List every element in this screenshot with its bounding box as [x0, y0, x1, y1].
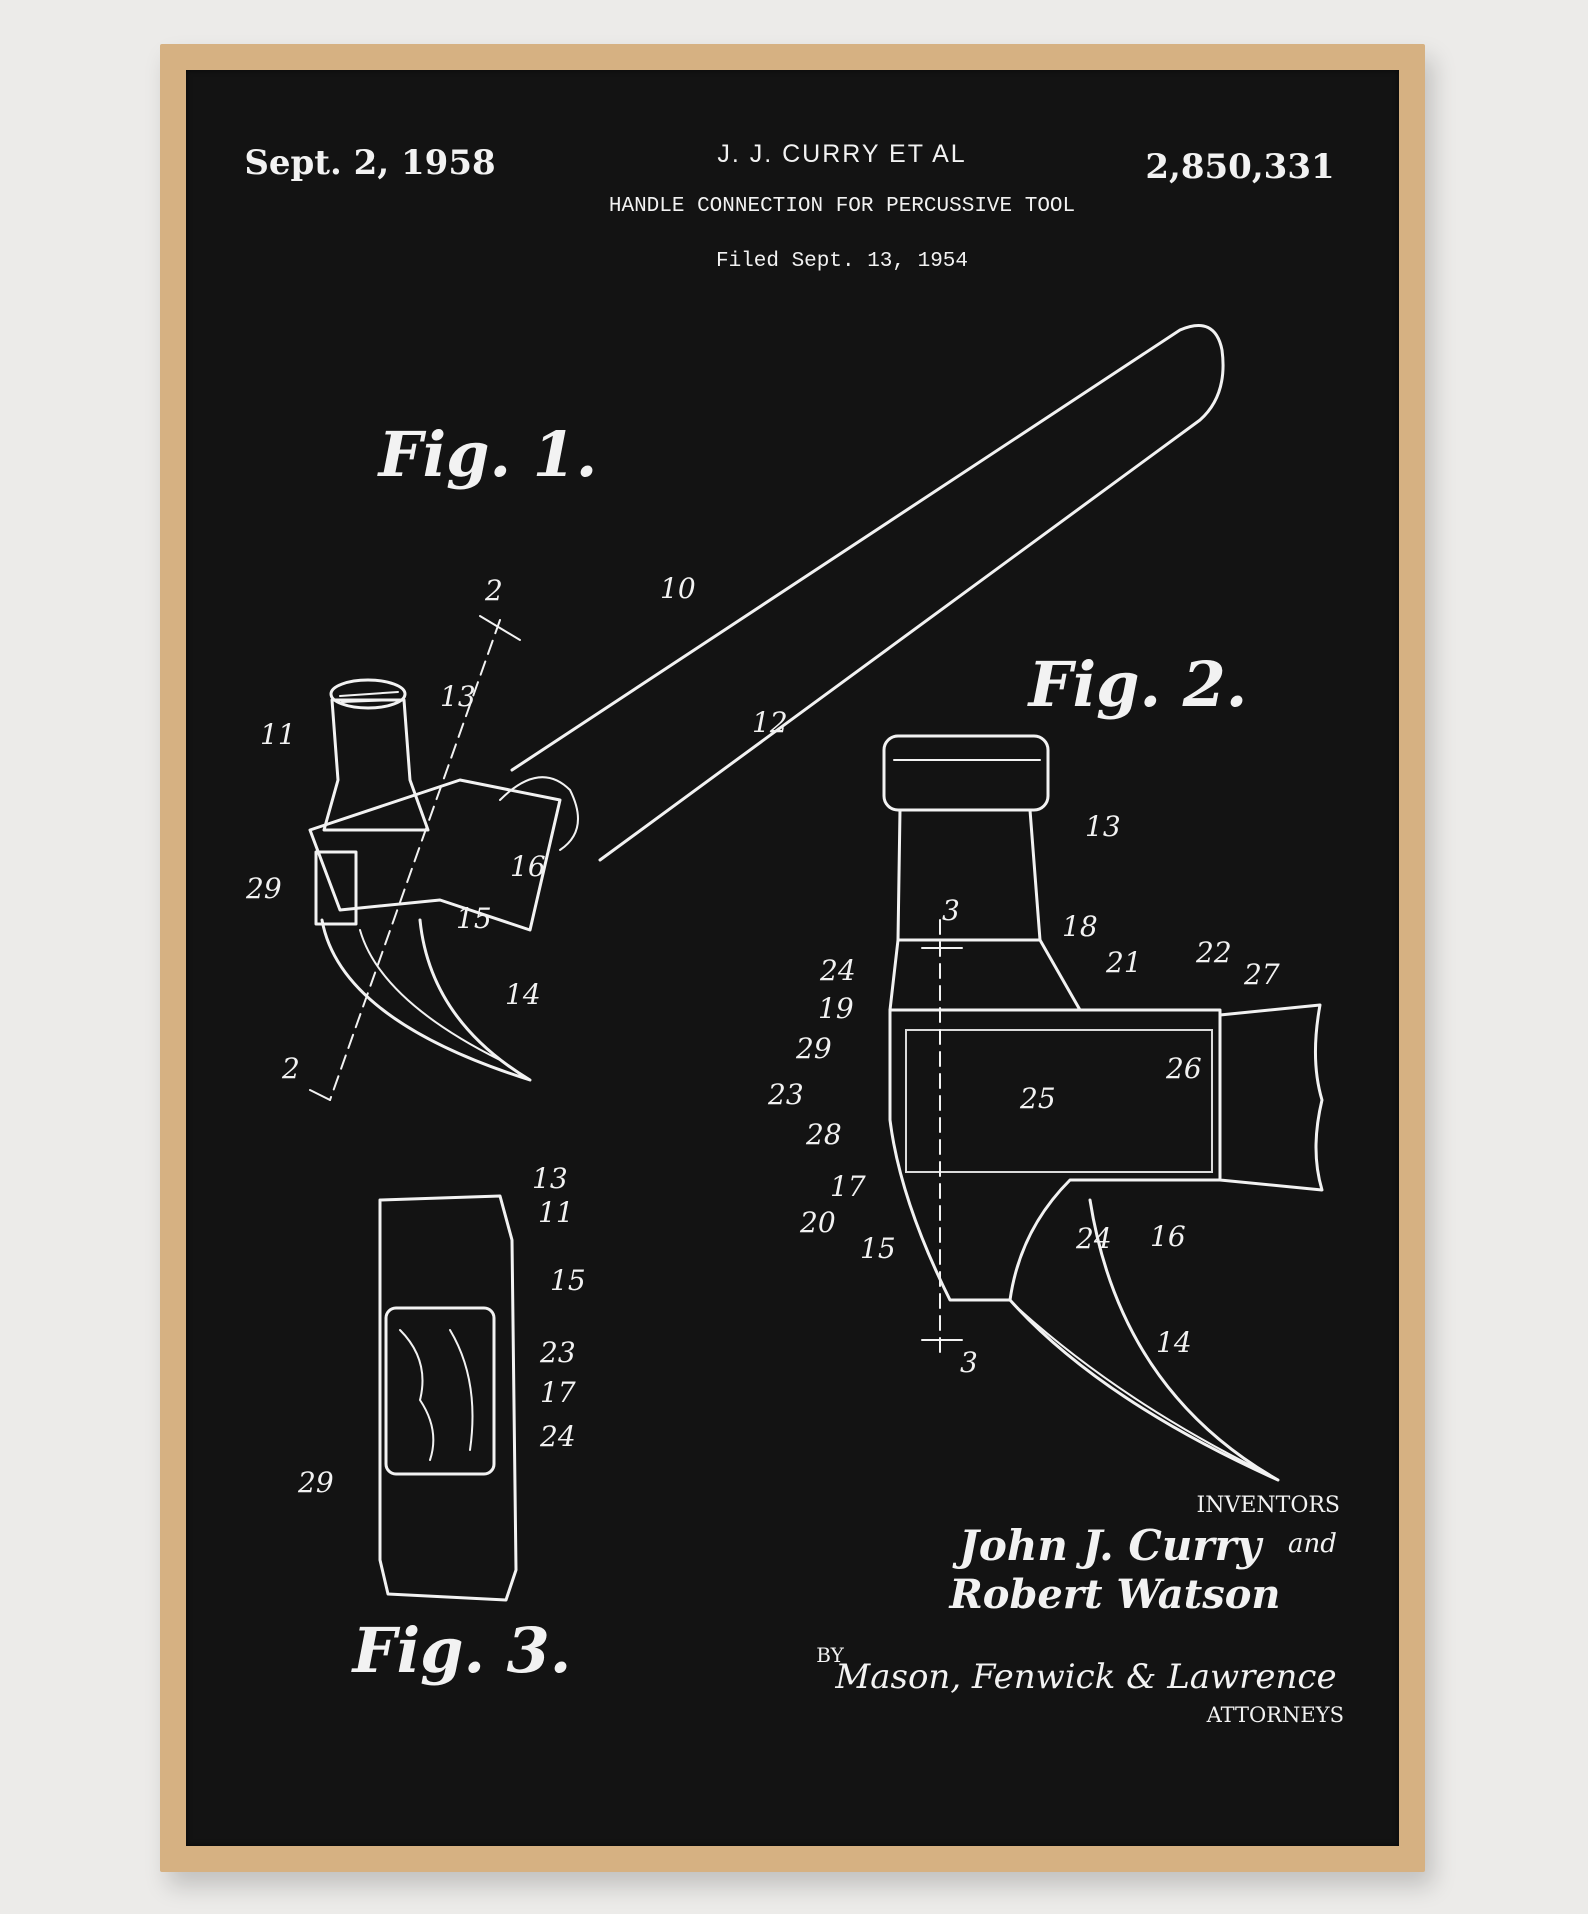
inventor-name-1: John J. Curry	[952, 1521, 1264, 1570]
fig2-ref-18: 18	[1062, 910, 1098, 943]
patent-title: HANDLE CONNECTION FOR PERCUSSIVE TOOL	[609, 195, 1075, 218]
fig2-ref-23: 23	[767, 1078, 804, 1111]
attorneys-label: ATTORNEYS	[1206, 1703, 1344, 1727]
fig3-ref-24: 24	[539, 1420, 576, 1453]
attorney-signature: Mason, Fenwick & Lawrence	[834, 1657, 1336, 1697]
fig2-ref-15: 15	[860, 1232, 896, 1265]
fig2-ref-24-bottom: 24	[1075, 1222, 1112, 1255]
fig2-ref-3-top: 3	[942, 894, 960, 927]
fig1-ref-15: 15	[456, 902, 492, 935]
fig1-ref-16: 16	[510, 850, 546, 883]
fig2-section-drawing	[882, 734, 1324, 1482]
fig2-ref-14: 14	[1156, 1326, 1192, 1359]
fig2-label: Fig. 2.	[1027, 648, 1248, 721]
fig2-ref-21: 21	[1105, 946, 1142, 979]
patent-date: Sept. 2, 1958	[244, 143, 495, 183]
fig1-ref-11: 11	[260, 718, 296, 751]
fig1-ref-12: 12	[752, 706, 788, 739]
fig1-label: Fig. 1.	[377, 418, 598, 491]
fig1-ref-13: 13	[440, 680, 476, 713]
fig1-ref-14: 14	[505, 978, 541, 1011]
fig3-ref-15: 15	[550, 1264, 586, 1297]
fig2-ref-29: 29	[795, 1032, 832, 1065]
fig2-ref-3-bottom: 3	[960, 1346, 978, 1379]
fig1-ref-29: 29	[245, 872, 282, 905]
fig2-ref-26: 26	[1165, 1052, 1202, 1085]
fig2-ref-16: 16	[1150, 1220, 1186, 1253]
fig1-ref-10: 10	[660, 572, 696, 605]
filed-date: Filed Sept. 13, 1954	[716, 250, 968, 273]
fig3-ref-23: 23	[539, 1336, 576, 1369]
fig2-ref-27: 27	[1243, 958, 1280, 991]
fig3-ref-17: 17	[540, 1376, 576, 1409]
fig1-ref-2-top: 2	[484, 574, 503, 607]
fig3-ref-29: 29	[297, 1466, 334, 1499]
fig3-section-drawing	[378, 1194, 518, 1602]
inventor-line: J. J. CURRY ET AL	[717, 140, 966, 168]
inventor-name-2: Robert Watson	[949, 1571, 1281, 1618]
fig2-ref-25: 25	[1019, 1082, 1056, 1115]
fig3-label: Fig. 3.	[351, 1614, 572, 1687]
by-label: BY	[816, 1643, 844, 1667]
and-text: and	[1288, 1529, 1337, 1559]
fig2-ref-13: 13	[1085, 810, 1121, 843]
fig2-ref-19: 19	[818, 992, 854, 1025]
fig2-ref-24-top: 24	[819, 954, 856, 987]
fig1-hammer-drawing	[308, 324, 1225, 1101]
fig3-ref-11: 11	[538, 1196, 574, 1229]
inventors-label: INVENTORS	[1197, 1493, 1340, 1518]
patent-poster	[186, 70, 1399, 1846]
fig2-ref-28: 28	[805, 1118, 842, 1151]
patent-number: 2,850,331	[1145, 147, 1334, 187]
fig2-ref-17: 17	[830, 1170, 866, 1203]
fig2-ref-22: 22	[1195, 936, 1232, 969]
fig2-ref-20: 20	[799, 1206, 836, 1239]
fig3-ref-13: 13	[532, 1162, 568, 1195]
fig1-ref-2-bottom: 2	[281, 1052, 300, 1085]
